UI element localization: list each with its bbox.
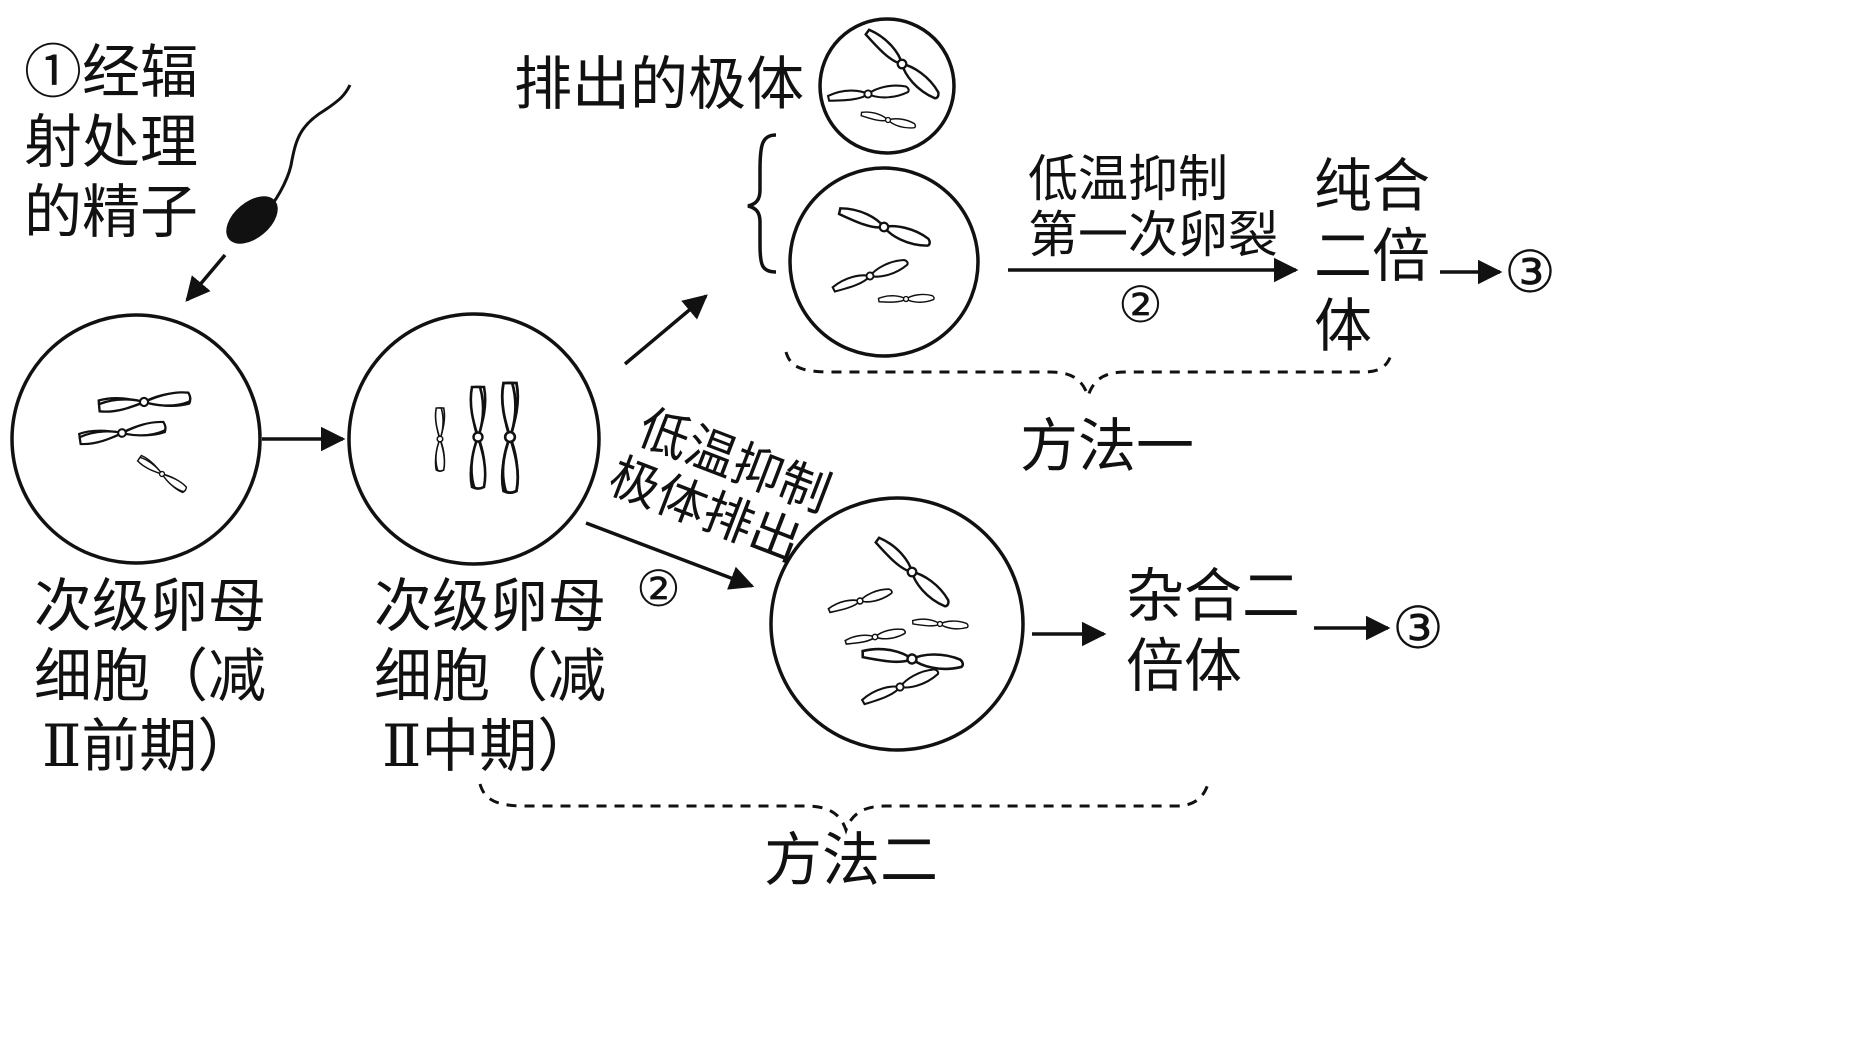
sperm-label-line3: 的精子 — [24, 178, 198, 246]
sperm-label: ①经辐 射处理 的精子 — [24, 38, 198, 246]
m1-result-line1: 纯合 — [1314, 152, 1430, 220]
cell2-label: 次级卵母 细胞（减 Ⅱ中期） — [374, 572, 606, 780]
cell2-label-line1: 次级卵母 — [374, 572, 606, 640]
m2-arrow — [585, 521, 755, 590]
cell-mii-prophase — [10, 313, 262, 565]
sperm-label-line1: ①经辐 — [24, 38, 198, 106]
m2-result-line2: 倍体 — [1126, 632, 1242, 700]
cell-mii-metaphase — [347, 312, 601, 566]
method1-brace — [784, 349, 1394, 401]
method2-brace — [478, 783, 1210, 835]
sperm-label-line2: 射处理 — [24, 108, 198, 176]
m1-next-marker: ③ — [1504, 238, 1556, 306]
m2-result-line1: 杂合二 — [1126, 562, 1300, 630]
m2-step-marker: ② — [636, 560, 681, 618]
cell2-label-line3: Ⅱ中期） — [382, 712, 595, 780]
sperm-arrow — [185, 253, 227, 302]
m1-result-line2: 二倍 — [1314, 222, 1430, 290]
brace-left — [747, 133, 777, 274]
cell-method1-egg — [788, 166, 980, 358]
polar-body-label: 排出的极体 — [514, 50, 804, 118]
m1-arrow-label-line1: 低温抑制 — [1028, 150, 1228, 208]
polar-body-cell — [818, 17, 956, 155]
m2-next-marker: ③ — [1392, 594, 1444, 662]
m1-result-line3: 体 — [1314, 292, 1372, 360]
cell-method2-egg — [769, 496, 1025, 752]
cell1-label-line2: 细胞（减 — [34, 642, 266, 710]
sperm-icon — [226, 84, 352, 244]
cell1-label-line3: Ⅱ前期） — [42, 712, 255, 780]
arrow-to-method1 — [623, 294, 708, 366]
m1-step-marker: ② — [1118, 276, 1163, 334]
method2-label: 方法二 — [764, 826, 938, 894]
method1-label: 方法一 — [1020, 412, 1194, 480]
cell2-label-line2: 细胞（减 — [374, 642, 606, 710]
m1-arrow-label-line2: 第一次卵裂 — [1028, 206, 1278, 264]
cell1-label-line1: 次级卵母 — [34, 572, 266, 640]
cell1-label: 次级卵母 细胞（减 Ⅱ前期） — [34, 572, 266, 780]
